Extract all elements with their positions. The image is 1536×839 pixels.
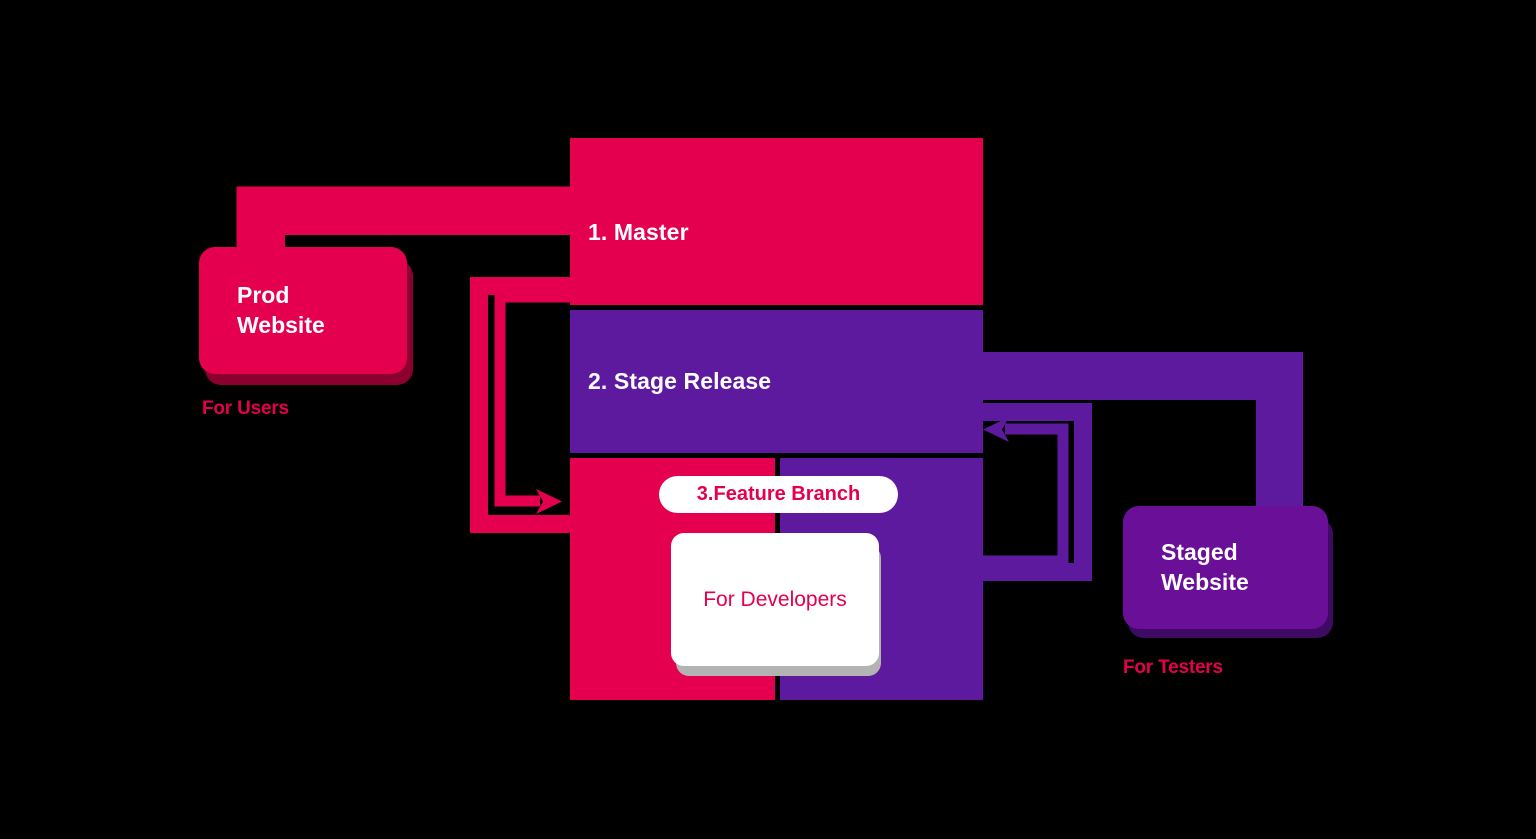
branch-label-stage-release: 2. Stage Release bbox=[588, 368, 772, 394]
connector-feature-to-master-inner bbox=[494, 291, 570, 514]
connector-feature-to-stage-outer bbox=[983, 403, 1092, 581]
arrowhead-right-pink bbox=[536, 489, 562, 514]
staged-website-caption: For Testers bbox=[1123, 657, 1223, 678]
branch-segment-master[interactable] bbox=[570, 138, 983, 305]
prod-website-title: Prod Website bbox=[237, 281, 325, 340]
branch-segment-stage-release[interactable] bbox=[570, 310, 983, 453]
connector-feature-to-master-outer bbox=[470, 277, 570, 533]
connector-feature-to-stage-inner bbox=[983, 417, 1069, 567]
prod-website-title-line2: Website bbox=[237, 311, 325, 338]
connector-stage-to-staged bbox=[983, 352, 1303, 520]
for-developers-label: For Developers bbox=[703, 587, 847, 611]
staged-website-title: Staged Website bbox=[1161, 538, 1249, 597]
prod-website-caption: For Users bbox=[202, 398, 289, 419]
staged-website-title-line1: Staged bbox=[1161, 539, 1238, 566]
feature-branch-pill[interactable]: 3.Feature Branch bbox=[659, 476, 898, 513]
prod-website-title-line1: Prod bbox=[237, 282, 290, 309]
branch-label-master: 1. Master bbox=[588, 219, 689, 245]
prod-website-card[interactable]: Prod Website bbox=[199, 247, 407, 374]
staged-website-card[interactable]: Staged Website bbox=[1123, 506, 1328, 629]
arrowhead-left-purple bbox=[983, 417, 1009, 442]
staged-website-title-line2: Website bbox=[1161, 568, 1249, 595]
for-developers-card[interactable]: For Developers bbox=[671, 533, 879, 666]
feature-branch-label: 3.Feature Branch bbox=[696, 483, 861, 505]
